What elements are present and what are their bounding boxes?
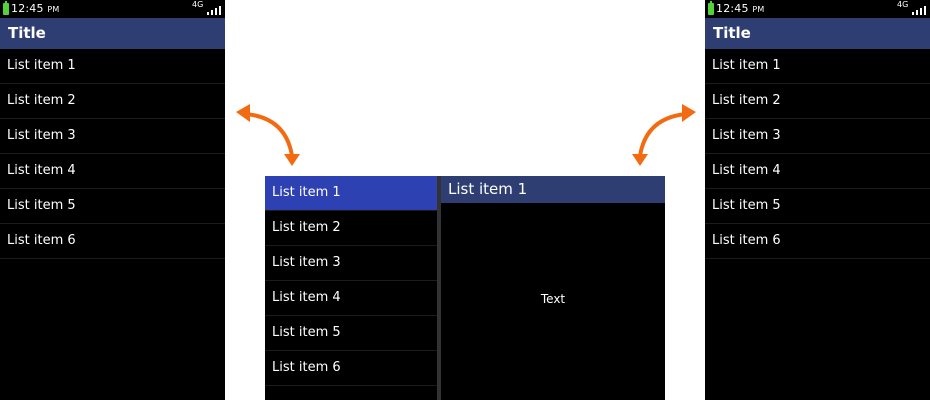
- status-bar: 12:45 PM 4G: [705, 0, 930, 18]
- list-item[interactable]: List item 6: [0, 224, 225, 259]
- status-time: 12:45 PM: [716, 2, 765, 15]
- double-arrow-icon: [236, 104, 300, 166]
- list-item[interactable]: List item 4: [265, 281, 437, 316]
- list-item[interactable]: List item 5: [0, 189, 225, 224]
- phone-right: 12:45 PM 4G Title List item 1 List item …: [705, 0, 930, 400]
- list-item[interactable]: List item 2: [0, 84, 225, 119]
- list-item[interactable]: List item 6: [705, 224, 930, 259]
- list-item[interactable]: List item 4: [0, 154, 225, 189]
- detail-pane: List item 1 Text: [441, 176, 665, 400]
- tablet-view: List item 1 List item 2 List item 3 List…: [265, 176, 665, 400]
- time-ampm: PM: [47, 5, 60, 14]
- list-item[interactable]: List item 6: [265, 351, 437, 386]
- network-icon: 4G: [192, 0, 204, 9]
- app-title: Title: [705, 18, 930, 49]
- status-bar: 12:45 PM 4G: [0, 0, 225, 18]
- master-pane: List item 1 List item 2 List item 3 List…: [265, 176, 437, 400]
- item-list: List item 1 List item 2 List item 3 List…: [705, 49, 930, 259]
- battery-icon: [708, 1, 714, 15]
- time-value: 12:45: [11, 2, 44, 15]
- list-item-selected[interactable]: List item 1: [265, 176, 437, 211]
- list-item[interactable]: List item 3: [0, 119, 225, 154]
- list-item[interactable]: List item 1: [705, 49, 930, 84]
- app-title: Title: [0, 18, 225, 49]
- double-arrow-icon: [632, 104, 696, 166]
- detail-title: List item 1: [441, 176, 665, 203]
- battery-icon: [3, 1, 9, 15]
- list-item[interactable]: List item 5: [705, 189, 930, 224]
- signal-icon: [207, 5, 221, 15]
- time-ampm: PM: [752, 5, 765, 14]
- list-item[interactable]: List item 3: [705, 119, 930, 154]
- item-list: List item 1 List item 2 List item 3 List…: [265, 176, 437, 386]
- time-value: 12:45: [716, 2, 749, 15]
- list-item[interactable]: List item 2: [705, 84, 930, 119]
- network-icon: 4G: [897, 0, 909, 9]
- signal-icon: [912, 5, 926, 15]
- item-list: List item 1 List item 2 List item 3 List…: [0, 49, 225, 259]
- list-item[interactable]: List item 1: [0, 49, 225, 84]
- list-item[interactable]: List item 3: [265, 246, 437, 281]
- phone-left: 12:45 PM 4G Title List item 1 List item …: [0, 0, 225, 400]
- list-item[interactable]: List item 4: [705, 154, 930, 189]
- list-item[interactable]: List item 2: [265, 211, 437, 246]
- pane-divider: [437, 176, 441, 400]
- detail-text: Text: [540, 292, 566, 306]
- list-item[interactable]: List item 5: [265, 316, 437, 351]
- status-time: 12:45 PM: [11, 2, 60, 15]
